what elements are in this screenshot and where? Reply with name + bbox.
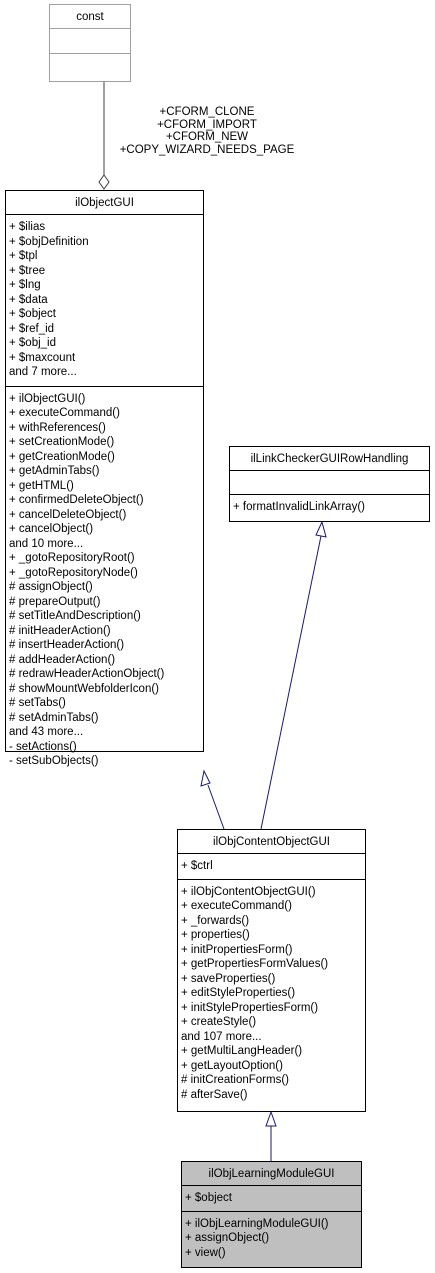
method: + getAdminTabs() (9, 465, 100, 477)
method: - setSubObjects() (9, 755, 99, 767)
method: + createStyle() (181, 1016, 257, 1028)
inheritance-arrow-objectgui (200, 769, 211, 787)
method: + saveProperties() (181, 972, 276, 985)
const-methods-section (50, 53, 130, 78)
method: + getHTML() (9, 479, 74, 492)
learningmodule-attributes-section: + $object (182, 1185, 361, 1211)
objectgui-class-title: ilObjectGUI (75, 197, 134, 209)
method: + formatInvalidLinkArray() (233, 501, 365, 513)
method: + initStylePropertiesForm() (181, 1001, 319, 1014)
inheritance-edge-objectgui (207, 784, 225, 830)
method: and 107 more... (181, 1030, 262, 1043)
linkchecker-attributes-section (230, 470, 429, 494)
method: # initCreationForms() (181, 1074, 289, 1086)
const-class-title: const (76, 11, 104, 23)
contentobject-class-title: ilObjContentObjectGUI (213, 836, 330, 848)
method: + cancelObject() (9, 523, 94, 535)
linkchecker-methods-section: + formatInvalidLinkArray() (230, 494, 429, 517)
method: # setTitleAndDescription() (9, 610, 141, 622)
method: + confirmedDeleteObject() (9, 494, 144, 506)
linkchecker-class-box: ilLinkCheckerGUIRowHandling + formatInva… (229, 446, 430, 522)
attribute: + $lng (9, 279, 41, 291)
learningmodule-methods-section: + ilObjLearningModuleGUI() + assignObjec… (182, 1210, 361, 1263)
method: # redrawHeaderActionObject() (9, 668, 165, 680)
method: # showMountWebfolderIcon() (9, 682, 159, 695)
attribute: + $maxcount (9, 351, 76, 364)
linkchecker-class-title: ilLinkCheckerGUIRowHandling (250, 453, 409, 465)
method: + editStyleProperties() (181, 987, 296, 999)
method: + setCreationMode() (9, 436, 115, 448)
objectgui-methods-section: + ilObjectGUI() + executeCommand() + wit… (6, 385, 203, 771)
method: + executeCommand() (181, 900, 292, 912)
const-class-box: const (49, 4, 131, 82)
method: # setTabs() (9, 697, 66, 709)
inheritance-edge-linkchecker (260, 535, 322, 830)
method: + withReferences() (9, 421, 106, 434)
contentobject-methods-section: + ilObjContentObjectGUI() + executeComma… (178, 878, 365, 1105)
method: # afterSave() (181, 1088, 248, 1101)
attribute: + $ctrl (181, 860, 213, 872)
method: # prepareOutput() (9, 595, 101, 608)
method: + _gotoRepositoryNode() (9, 566, 138, 579)
method: + getCreationMode() (9, 450, 115, 463)
method: + executeCommand() (9, 407, 120, 419)
method: # addHeaderAction() (9, 653, 116, 666)
method: + getMultiLangHeader() (181, 1045, 303, 1057)
method: + assignObject() (185, 1232, 270, 1244)
inheritance-arrow-linkchecker (315, 520, 327, 538)
attribute: and 7 more... (9, 366, 77, 378)
edge-label-line: +CFORM_NEW (165, 131, 249, 143)
edge-label-line: +CFORM_CLONE (159, 106, 255, 118)
method: - setActions() (9, 740, 77, 753)
method: + ilObjContentObjectGUI() (181, 885, 316, 898)
contentobject-class-box: ilObjContentObjectGUI + $ctrl + ilObjCon… (177, 829, 366, 1112)
contentobject-attributes-section: + $ctrl (178, 853, 365, 879)
method: + initPropertiesForm() (181, 943, 293, 956)
method: + getLayoutOption() (181, 1059, 283, 1072)
method: + _forwards() (181, 914, 250, 927)
method: and 10 more... (9, 537, 84, 550)
attribute: + $ilias (9, 221, 46, 233)
objectgui-attributes-section: + $ilias + $objDefinition + $tpl + $tree… (6, 214, 203, 386)
composition-diamond (98, 174, 110, 190)
method: # setAdminTabs() (9, 711, 99, 724)
attribute: + $object (9, 308, 56, 320)
method: and 43 more... (9, 726, 84, 738)
attribute: + $data (9, 293, 48, 306)
method: + ilObjLearningModuleGUI() (185, 1217, 329, 1230)
method: # assignObject() (9, 581, 93, 593)
attribute: + $tpl (9, 250, 38, 262)
edge-label-line: +COPY_WIZARD_NEEDS_PAGE (119, 143, 295, 156)
edge-label-line: +CFORM_IMPORT (157, 118, 257, 131)
learningmodule-class-title: ilObjLearningModuleGUI (208, 1168, 335, 1180)
method: + view() (185, 1246, 226, 1259)
method: + getPropertiesFormValues() (181, 958, 329, 970)
composition-edge-label: +CFORM_CLONE +CFORM_IMPORT +CFORM_NEW +C… (102, 106, 312, 156)
method: # insertHeaderAction() (9, 639, 125, 651)
attribute: + $objDefinition (9, 235, 89, 248)
attribute: + $ref_id (9, 322, 55, 335)
const-attributes-section (50, 28, 130, 53)
inheritance-arrow-contentobject (265, 1110, 277, 1127)
method: + cancelDeleteObject() (9, 508, 127, 521)
method: + ilObjectGUI() (9, 392, 86, 405)
attribute: + $object (185, 1192, 232, 1204)
attribute: + $tree (9, 264, 46, 277)
method: # initHeaderAction() (9, 624, 111, 637)
method: + properties() (181, 929, 250, 941)
method: + _gotoRepositoryRoot() (9, 552, 135, 564)
objectgui-class-box: ilObjectGUI + $ilias + $objDefinition + … (5, 190, 204, 767)
attribute: + $obj_id (9, 337, 56, 349)
learningmodule-class-box: ilObjLearningModuleGUI + $object + ilObj… (181, 1161, 362, 1268)
